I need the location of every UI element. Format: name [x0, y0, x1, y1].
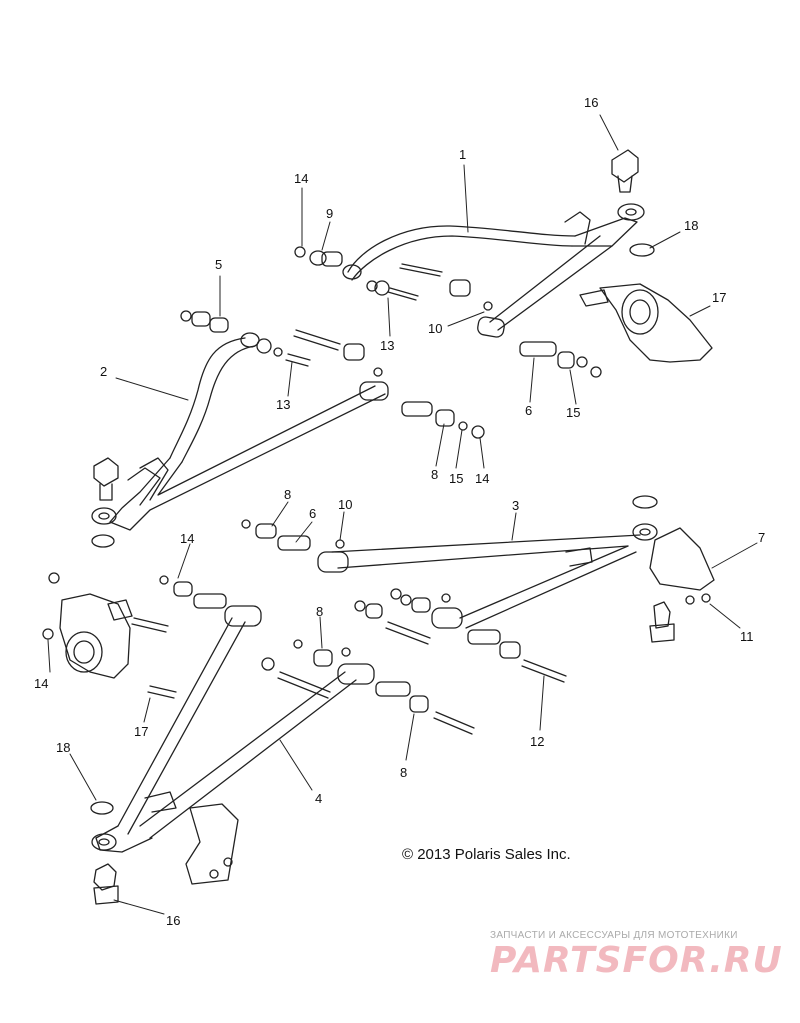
- watermark-tagline: ЗАПЧАСТИ И АКСЕССУАРЫ ДЛЯ МОТОТЕХНИКИ: [490, 930, 738, 941]
- spindle-right: [579, 283, 713, 363]
- ball-joint-top: [611, 149, 639, 193]
- callout-10: 10: [428, 321, 443, 336]
- guard-plate-right: [649, 527, 715, 591]
- callout-8: 8: [431, 467, 439, 482]
- callout-16: 16: [166, 913, 181, 928]
- callout-13: 13: [380, 338, 395, 353]
- callout-5: 5: [215, 257, 223, 272]
- callout-2: 2: [100, 364, 108, 379]
- upper-a-arm-left: [91, 332, 389, 531]
- callout-8: 8: [284, 487, 292, 502]
- callout-15: 15: [566, 405, 581, 420]
- callout-6: 6: [525, 403, 533, 418]
- callout-15: 15: [449, 471, 464, 486]
- snap-ring-3: [632, 495, 658, 509]
- callout-6: 6: [309, 506, 317, 521]
- callout-14: 14: [475, 471, 490, 486]
- snap-ring-4: [90, 801, 114, 815]
- callout-18: 18: [684, 218, 699, 233]
- ball-joint-left-mid: [93, 457, 119, 501]
- ball-joint-bottom: [93, 863, 119, 905]
- spindle-left: [59, 593, 133, 679]
- callout-3: 3: [512, 498, 520, 513]
- callout-13: 13: [276, 397, 291, 412]
- copyright-notice: © 2013 Polaris Sales Inc.: [402, 846, 571, 863]
- snap-ring-1: [629, 243, 655, 257]
- callout-1: 1: [459, 147, 467, 162]
- callout-14: 14: [180, 531, 195, 546]
- callout-14: 14: [34, 676, 49, 691]
- callout-16: 16: [584, 95, 599, 110]
- snap-ring-2: [91, 534, 115, 548]
- callout-11: 11: [740, 629, 754, 644]
- callout-18: 18: [56, 740, 71, 755]
- upper-a-arm-right: [342, 203, 645, 338]
- leader-lines: [47, 114, 758, 915]
- callout-14: 14: [294, 171, 309, 186]
- callout-7: 7: [758, 530, 766, 545]
- callout-9: 9: [326, 206, 334, 221]
- ball-joint-right-mid: [649, 601, 675, 643]
- callout-4: 4: [315, 791, 323, 806]
- callout-17: 17: [134, 724, 149, 739]
- lower-a-arm-right: [317, 523, 658, 629]
- callout-12: 12: [530, 734, 545, 749]
- callout-8: 8: [316, 604, 324, 619]
- callout-8: 8: [400, 765, 408, 780]
- callout-17: 17: [712, 290, 727, 305]
- lower-a-arm-left: [91, 605, 375, 885]
- watermark-brand: PARTSFOR.RU: [490, 940, 783, 981]
- hardware-set: [42, 246, 711, 879]
- callout-10: 10: [338, 497, 353, 512]
